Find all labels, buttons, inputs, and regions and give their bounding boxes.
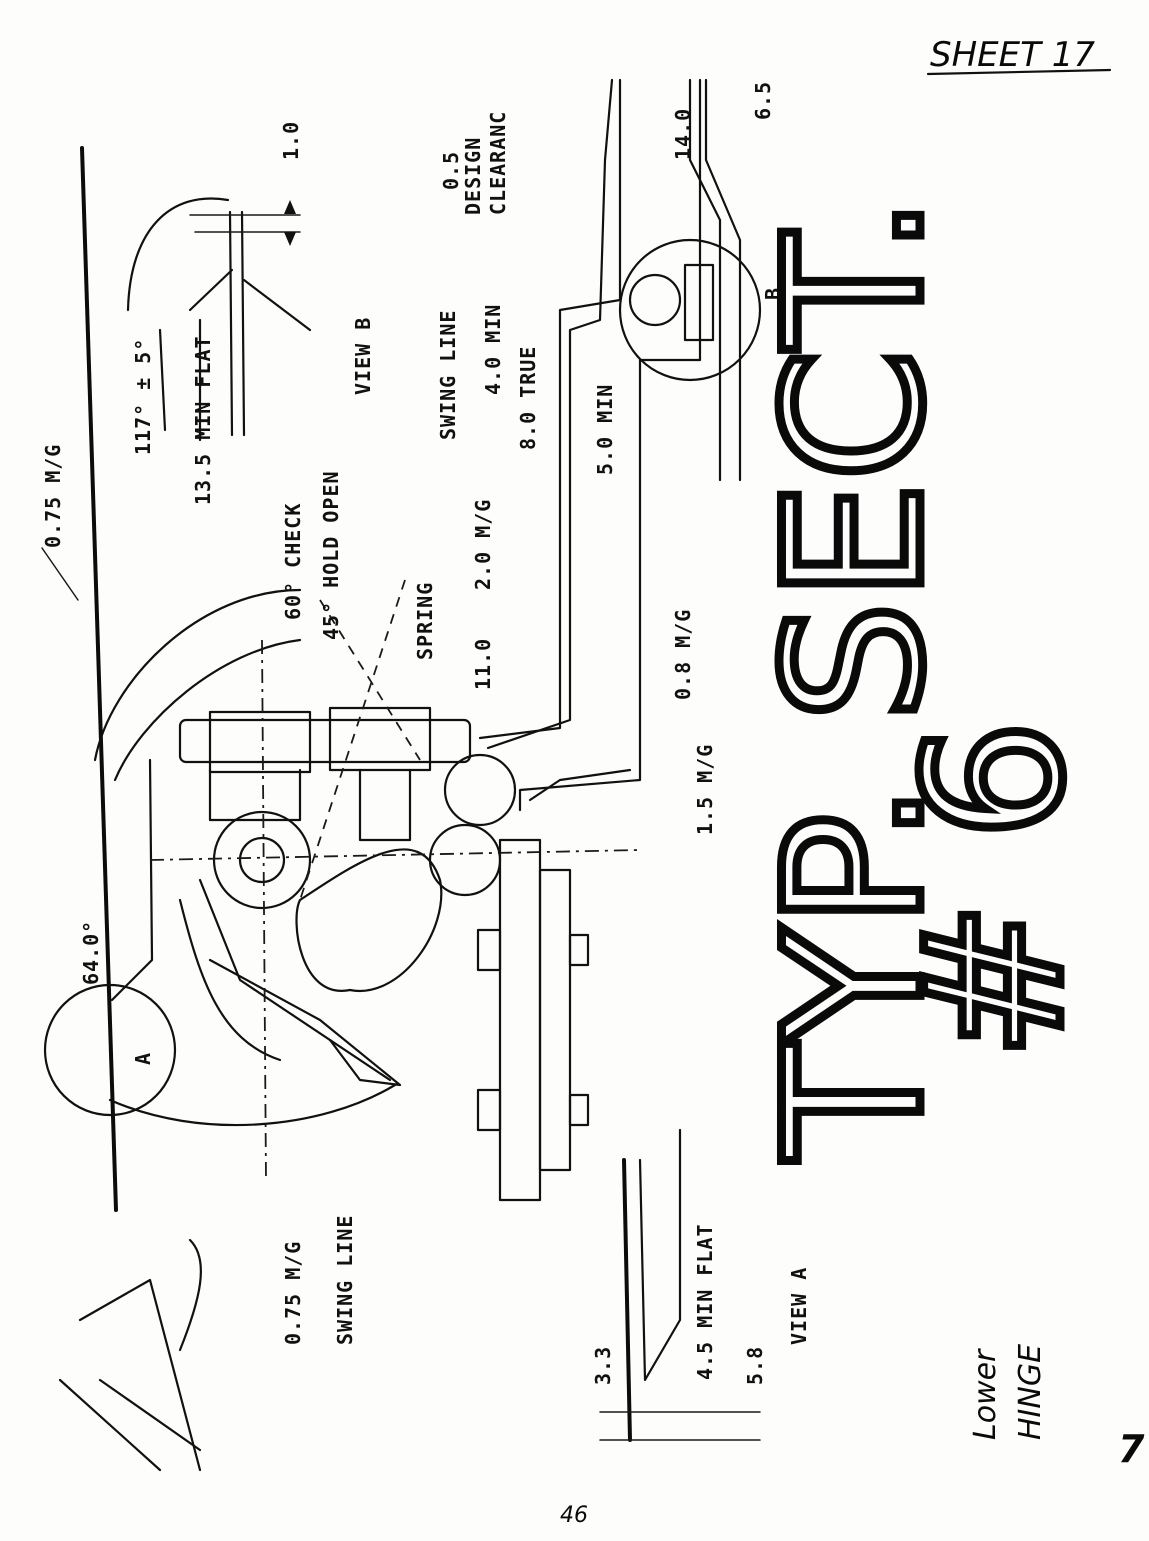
label-spring: SPRING — [413, 582, 437, 660]
outer-panel-line — [80, 146, 118, 1212]
label-110: 11.0 — [471, 638, 495, 690]
label-140: 14.0 — [671, 108, 695, 160]
label-view-b: VIEW B — [351, 317, 375, 395]
centerline-v — [261, 639, 267, 1181]
swing-arc-small — [113, 638, 302, 782]
view-b-detail — [126, 197, 312, 442]
label-40min: 4.0 MIN — [481, 304, 505, 395]
swing-arc-bottom — [108, 1083, 397, 1127]
hold-open-line — [299, 579, 406, 901]
view-a-circle — [43, 983, 177, 1117]
label-swing-top: SWING LINE — [436, 310, 460, 440]
label-15mg: 1.5 M/G — [693, 744, 717, 835]
sheet-label: SHEET 17 — [930, 35, 1095, 75]
label-50min: 5.0 MIN — [593, 384, 617, 475]
label-10: 1.0 — [279, 121, 303, 160]
label-33: 3.3 — [591, 1346, 615, 1385]
check-line — [319, 599, 421, 761]
outer-panel-line-2 — [110, 758, 154, 1002]
label-58: 5.8 — [743, 1346, 767, 1385]
bolt-assembly — [476, 838, 590, 1202]
dimension-labels: 0.75 M/G 117° ± 5° 13.5 MIN FLAT 1.0 VIE… — [41, 81, 811, 1385]
view-b-insert — [683, 263, 715, 342]
view-b-pin — [628, 273, 682, 327]
label-20mg: 2.0 M/G — [471, 499, 495, 590]
bottom-page-number: 46 — [560, 1503, 588, 1528]
marker-a: A — [131, 1052, 155, 1065]
hinge-body — [178, 706, 517, 1087]
corner-number: 7 — [1118, 1427, 1145, 1471]
label-view-a: VIEW A — [787, 1267, 811, 1345]
label-075-bottom: 0.75 M/G — [281, 1241, 305, 1345]
title-line-2: # 6 — [884, 720, 1105, 1060]
label-clearance: CLEARANC — [486, 111, 510, 215]
label-45: 45° HOLD OPEN — [319, 470, 343, 640]
label-65: 6.5 — [751, 81, 775, 120]
label-top-075: 0.75 M/G — [41, 444, 65, 548]
label-swing-bottom: SWING LINE — [333, 1215, 357, 1345]
label-08mg: 0.8 M/G — [671, 609, 695, 700]
corner-fragment — [58, 1238, 202, 1472]
top-mg-leader — [41, 547, 79, 601]
label-60: 60° CHECK — [281, 503, 305, 620]
title-line-1: TYP. SECT. — [744, 195, 965, 1161]
label-117: 117° ± 5° — [131, 338, 155, 455]
label-64: 64.0° — [79, 920, 103, 985]
centerline-h — [149, 849, 641, 861]
swing-arc-large — [93, 588, 302, 762]
view-b-circle — [618, 238, 762, 382]
marker-b: B — [761, 287, 785, 300]
label-45flat: 4.5 MIN FLAT — [693, 1224, 717, 1381]
note-hinge: HINGE — [1013, 1344, 1048, 1440]
note-lower: Lower — [968, 1348, 1003, 1440]
sheet-label-underline — [926, 68, 1112, 76]
view-a-detail — [599, 1128, 761, 1442]
label-design: DESIGN — [461, 137, 485, 215]
label-135: 13.5 MIN FLAT — [191, 335, 215, 505]
label-80true: 8.0 TRUE — [516, 346, 540, 450]
label-05: 0.5 — [439, 151, 463, 190]
